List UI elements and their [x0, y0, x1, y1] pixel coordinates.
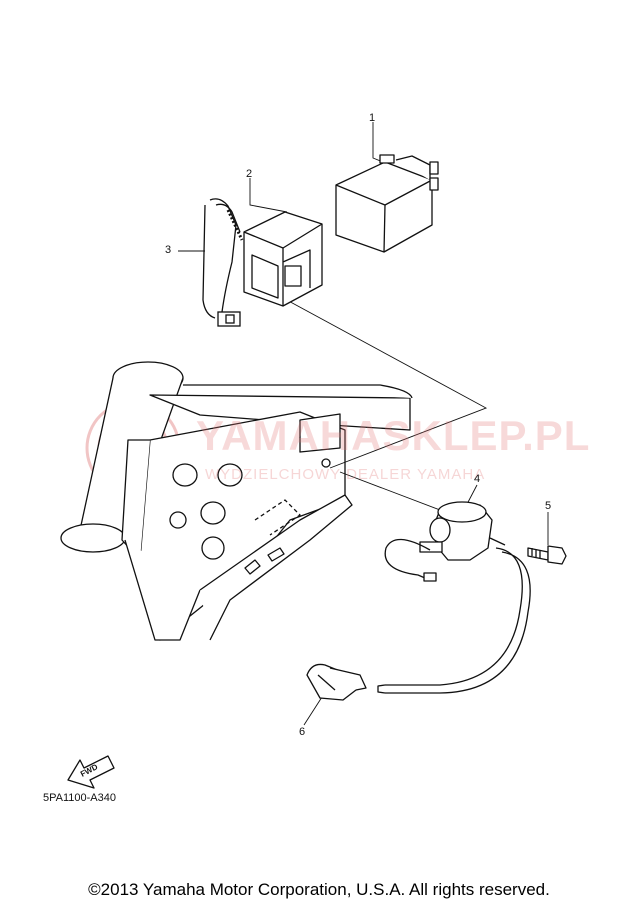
fwd-arrow-icon	[67, 755, 115, 789]
leader-lines	[178, 122, 549, 726]
callout-4: 4	[474, 473, 481, 485]
watermark-subtitle: WYDZIELCHOWY DEALER YAMAHA	[205, 466, 486, 483]
rubber-holder	[243, 211, 323, 307]
spark-plug-cap	[306, 663, 367, 701]
watermark-title: YAMAHASKLEP.PL	[196, 412, 591, 459]
copyright-notice: ©2013 Yamaha Motor Corporation, U.S.A. A…	[88, 880, 550, 899]
callout-2: 2	[246, 168, 253, 180]
drawing-code: 5PA1100-A340	[43, 792, 116, 804]
frame	[60, 361, 413, 641]
callout-3: 3	[165, 244, 172, 256]
cable-band	[202, 198, 244, 327]
bolt	[527, 545, 567, 565]
cdi-unit	[335, 154, 439, 253]
callout-1: 1	[369, 112, 376, 124]
ignition-coil	[377, 501, 531, 694]
callout-6: 6	[299, 726, 306, 738]
callout-5: 5	[545, 500, 552, 512]
